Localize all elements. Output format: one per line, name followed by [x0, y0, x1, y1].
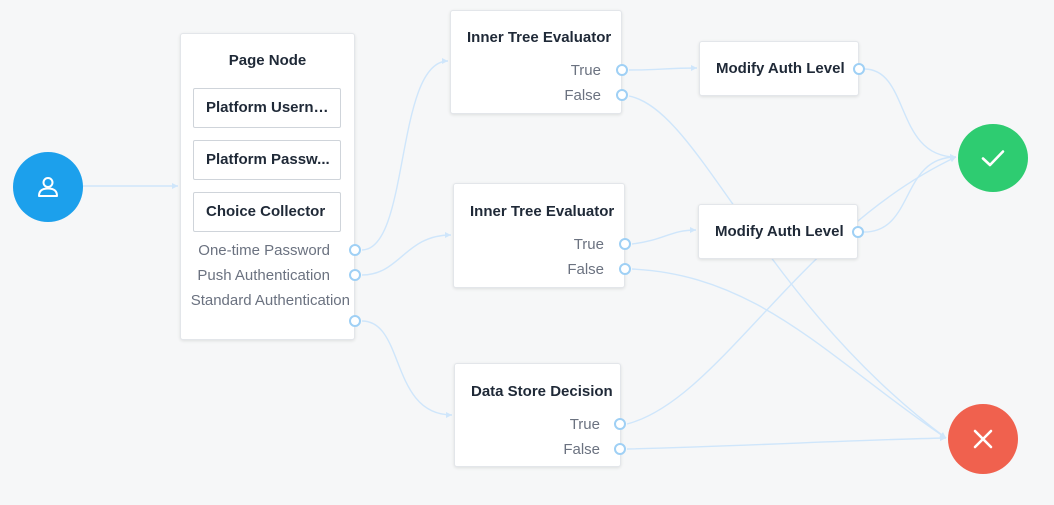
- inner-tree-1-outcome-true: True: [570, 62, 601, 79]
- page-node-title: Page Node: [228, 52, 307, 69]
- inner-tree-2-outcome-true: True: [573, 236, 604, 253]
- start-node[interactable]: [13, 152, 83, 222]
- data-store-title: Data Store Decision: [471, 383, 613, 400]
- inner-tree-1-title: Inner Tree Evaluator: [467, 29, 612, 46]
- port-inner-tree-1-true[interactable]: [616, 64, 628, 76]
- wire-modify2-to-success: [863, 154, 957, 233]
- wire-standard-to-data-store: [361, 320, 453, 418]
- modify-auth-level-node-1[interactable]: Modify Auth Level: [699, 41, 859, 96]
- wire-ds-true-to-success: [626, 156, 957, 425]
- port-modify-auth-2[interactable]: [852, 226, 864, 238]
- outcome-standard-authentication: Standard Authentication: [190, 292, 350, 309]
- inner-tree-evaluator-node-2[interactable]: Inner Tree Evaluator True False: [453, 183, 625, 288]
- data-store-decision-node[interactable]: Data Store Decision True False: [454, 363, 621, 467]
- choice-collector-node[interactable]: Choice Collector: [193, 192, 341, 232]
- data-store-outcome-true: True: [569, 416, 600, 433]
- inner-tree-2-outcome-false: False: [567, 261, 604, 278]
- port-inner-tree-1-false[interactable]: [616, 89, 628, 101]
- user-icon: [38, 177, 58, 197]
- inner-tree-1-outcome-false: False: [564, 87, 601, 104]
- wire-ds-false-to-failure: [626, 435, 947, 450]
- success-node[interactable]: [958, 124, 1028, 192]
- wire-otp-to-inner-tree-1: [361, 58, 449, 251]
- port-one-time-password[interactable]: [349, 244, 361, 256]
- port-data-store-true[interactable]: [614, 418, 626, 430]
- close-icon: [973, 429, 993, 449]
- port-push-authentication[interactable]: [349, 269, 361, 281]
- wire-push-to-inner-tree-2: [361, 232, 452, 276]
- port-inner-tree-2-false[interactable]: [619, 263, 631, 275]
- port-modify-auth-1[interactable]: [853, 63, 865, 75]
- modify-auth-level-node-2[interactable]: Modify Auth Level: [698, 204, 858, 259]
- modify-auth-2-title: Modify Auth Level: [715, 223, 844, 240]
- checkmark-icon: [981, 150, 1005, 167]
- outcome-push-authentication: Push Authentication: [197, 267, 330, 284]
- page-node[interactable]: Page Node Platform Userna... Platform Pa…: [180, 33, 355, 340]
- platform-username-node[interactable]: Platform Userna...: [193, 88, 341, 128]
- modify-auth-1-title: Modify Auth Level: [716, 60, 845, 77]
- inner-tree-2-title: Inner Tree Evaluator: [470, 203, 615, 220]
- data-store-outcome-false: False: [563, 441, 600, 458]
- inner-tree-evaluator-node-1[interactable]: Inner Tree Evaluator True False: [450, 10, 622, 114]
- wire-tree1-true-to-modify-1: [628, 65, 698, 72]
- wire-tree2-true-to-modify-2: [631, 227, 697, 245]
- outcome-one-time-password: One-time Password: [198, 242, 330, 259]
- platform-password-node[interactable]: Platform Passw...: [193, 140, 341, 180]
- wire-modify1-to-success: [864, 68, 957, 160]
- failure-node[interactable]: [948, 404, 1018, 474]
- port-data-store-false[interactable]: [614, 443, 626, 455]
- port-inner-tree-2-true[interactable]: [619, 238, 631, 250]
- wire-tree2-false-to-failure: [631, 268, 947, 439]
- port-standard-authentication[interactable]: [349, 315, 361, 327]
- wire-tree1-false-to-failure: [628, 95, 947, 439]
